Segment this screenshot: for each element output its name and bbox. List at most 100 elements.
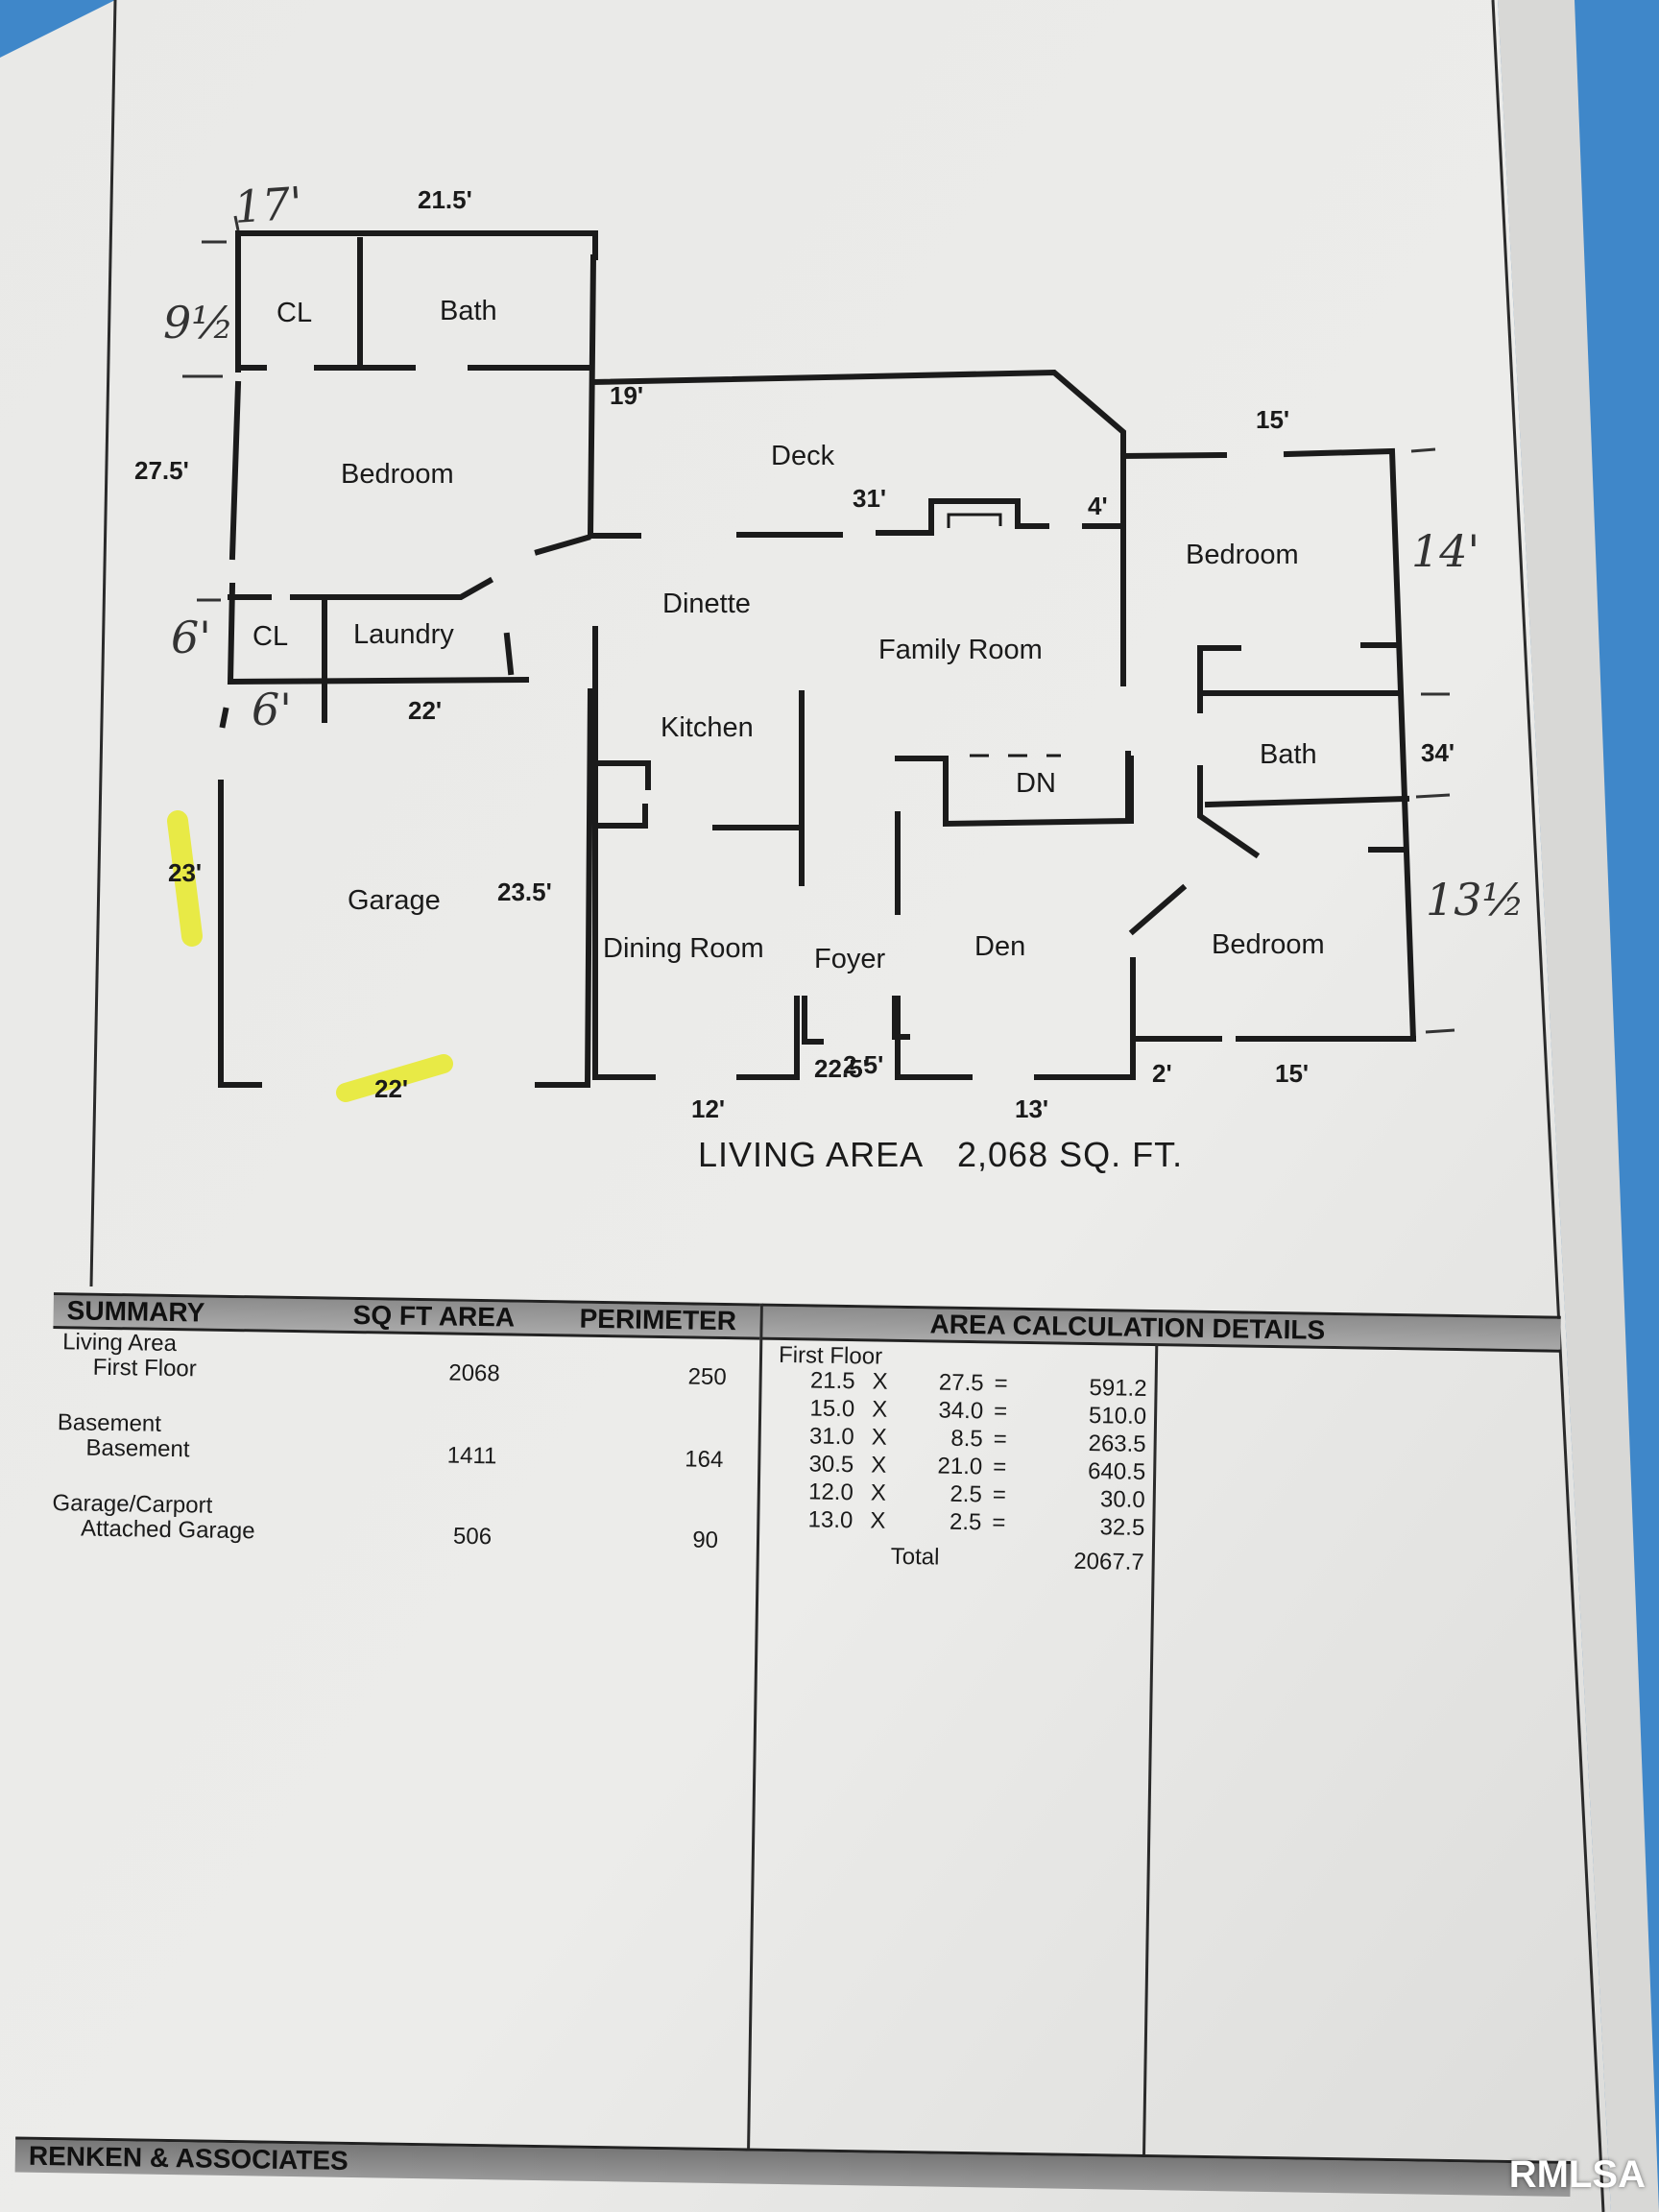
calc-factor-a: 12.0 — [807, 1479, 854, 1506]
calc-factor-b: 2.5 — [949, 1508, 982, 1536]
summary-perimeter-first-floor: 250 — [687, 1363, 727, 1391]
watermark: RMLSA — [1508, 2153, 1646, 2196]
room-label-bedroom-right-bottom: Bedroom — [1212, 929, 1325, 960]
room-label-closet-laundry: CL — [252, 621, 288, 652]
calc-equals: = — [992, 1509, 1006, 1536]
room-label-bedroom-left: Bedroom — [341, 459, 454, 490]
dim-left-height: 27.5' — [134, 456, 189, 485]
summary-table: SUMMARY SQ FT AREA PERIMETER AREA CALCUL… — [14, 1292, 1571, 2197]
divider-main — [747, 1303, 763, 2149]
dim-deck-left: 19' — [610, 381, 643, 410]
dim-step-bottom: 2' — [1152, 1059, 1172, 1088]
room-label-closet-top: CL — [276, 298, 312, 328]
handwritten-top-note: 17' — [232, 177, 304, 233]
calc-result: 32.5 — [1099, 1514, 1145, 1541]
room-label-kitchen: Kitchen — [661, 712, 754, 743]
summary-perimeter-garage: 90 — [692, 1527, 719, 1553]
calc-equals: = — [993, 1426, 1007, 1453]
summary-item-attached-garage: Attached Garage — [80, 1515, 255, 1545]
highlight-mark-left — [167, 810, 203, 947]
room-label-laundry: Laundry — [353, 619, 454, 650]
calc-factor-b: 2.5 — [950, 1480, 983, 1508]
calc-factor-a: 21.5 — [809, 1367, 855, 1395]
living-area-value: 2,068 SQ. FT. — [957, 1135, 1183, 1174]
calc-times: X — [870, 1507, 886, 1534]
summary-perimeter-basement: 164 — [685, 1446, 724, 1474]
dim-den-bottom: 13' — [1015, 1094, 1048, 1123]
calc-result: 591.2 — [1089, 1375, 1147, 1402]
header-perimeter: PERIMETER — [579, 1303, 737, 1336]
handwritten-bedroom-right-top: 14' — [1411, 525, 1479, 577]
summary-item-first-floor: First Floor — [92, 1354, 197, 1382]
summary-area-garage: 506 — [452, 1523, 493, 1551]
calc-equals: = — [993, 1454, 1007, 1480]
room-label-bath-top: Bath — [440, 296, 497, 326]
calc-factor-b: 27.5 — [938, 1369, 984, 1397]
calc-factor-b: 34.0 — [938, 1397, 984, 1425]
calc-factor-a: 30.5 — [808, 1451, 854, 1479]
highlight-mark-bottom — [336, 1054, 453, 1102]
walls — [218, 230, 1417, 1088]
calc-result: 640.5 — [1087, 1458, 1146, 1485]
calc-result: 30.0 — [1099, 1486, 1145, 1513]
calc-times: X — [870, 1479, 887, 1506]
calc-factor-a: 31.0 — [808, 1423, 854, 1451]
header-sqft-area: SQ FT AREA — [352, 1299, 516, 1333]
room-label-dining-room: Dining Room — [603, 933, 764, 964]
dim-garage-right: 23.5' — [497, 878, 552, 906]
dim-deck-bottom: 31' — [853, 484, 886, 513]
details-title-first-floor: First Floor — [778, 1341, 883, 1370]
summary-category-garage: Garage/Carport — [52, 1490, 213, 1519]
calc-times: X — [871, 1452, 887, 1479]
room-label-bedroom-right-top: Bedroom — [1186, 540, 1299, 570]
calc-factor-a: 15.0 — [809, 1395, 855, 1423]
calc-total-label: Total — [890, 1543, 940, 1571]
calc-equals: = — [992, 1481, 1007, 1508]
dim-dining-bottom: 12' — [691, 1094, 725, 1123]
dim-foyer-bottom: 22.5' — [814, 1054, 869, 1083]
dim-foyer-bottom-b: 2.5' — [843, 1050, 883, 1079]
dim-deck-right: 4' — [1088, 492, 1108, 520]
handwritten-laundry-width: 6' — [252, 684, 292, 735]
room-label-garage: Garage — [348, 885, 441, 916]
calc-times: X — [872, 1368, 888, 1395]
room-label-den: Den — [974, 931, 1025, 962]
calc-factor-b: 8.5 — [950, 1425, 983, 1453]
header-summary: SUMMARY — [66, 1295, 205, 1328]
footer-company: RENKEN & ASSOCIATES — [28, 2140, 349, 2176]
calc-equals: = — [993, 1398, 1008, 1425]
dim-garage-top: 22' — [408, 696, 442, 725]
dim-right-height: 34' — [1421, 738, 1455, 767]
dim-garage-left: 23' — [168, 858, 202, 887]
calc-result: 263.5 — [1088, 1431, 1146, 1457]
handwritten-laundry-height: 6' — [171, 612, 211, 663]
room-label-deck: Deck — [771, 441, 835, 471]
handwritten-ticks — [182, 215, 1455, 1034]
summary-category-basement: Basement — [57, 1409, 162, 1437]
calc-total-value: 2067.7 — [1073, 1548, 1144, 1575]
handwritten-bedroom-right-bottom: 13½ — [1426, 874, 1525, 926]
header-area-calc-details: AREA CALCULATION DETAILS — [929, 1309, 1326, 1345]
calc-factor-a: 13.0 — [807, 1506, 854, 1534]
dim-right-top: 15' — [1256, 405, 1289, 434]
room-label-dinette: Dinette — [662, 589, 751, 619]
living-area-label: LIVING AREA — [698, 1135, 924, 1174]
dim-garage-bottom: 22' — [374, 1074, 408, 1103]
summary-area-first-floor: 2068 — [448, 1359, 500, 1387]
room-label-family-room: Family Room — [878, 635, 1043, 665]
calc-times: X — [871, 1396, 888, 1423]
summary-area-basement: 1411 — [446, 1442, 497, 1470]
room-label-bath-right: Bath — [1260, 739, 1317, 770]
calc-equals: = — [994, 1370, 1008, 1397]
room-label-stairs-down: DN — [1016, 768, 1056, 799]
dim-top-width: 21.5' — [418, 185, 472, 214]
summary-item-basement: Basement — [85, 1434, 190, 1463]
summary-category-living: Living Area — [61, 1329, 178, 1358]
room-label-foyer: Foyer — [814, 944, 885, 974]
calc-times: X — [871, 1424, 887, 1451]
calc-factor-b: 21.0 — [937, 1453, 983, 1480]
dim-right-bottom: 15' — [1275, 1059, 1309, 1088]
calc-result: 510.0 — [1088, 1403, 1147, 1430]
